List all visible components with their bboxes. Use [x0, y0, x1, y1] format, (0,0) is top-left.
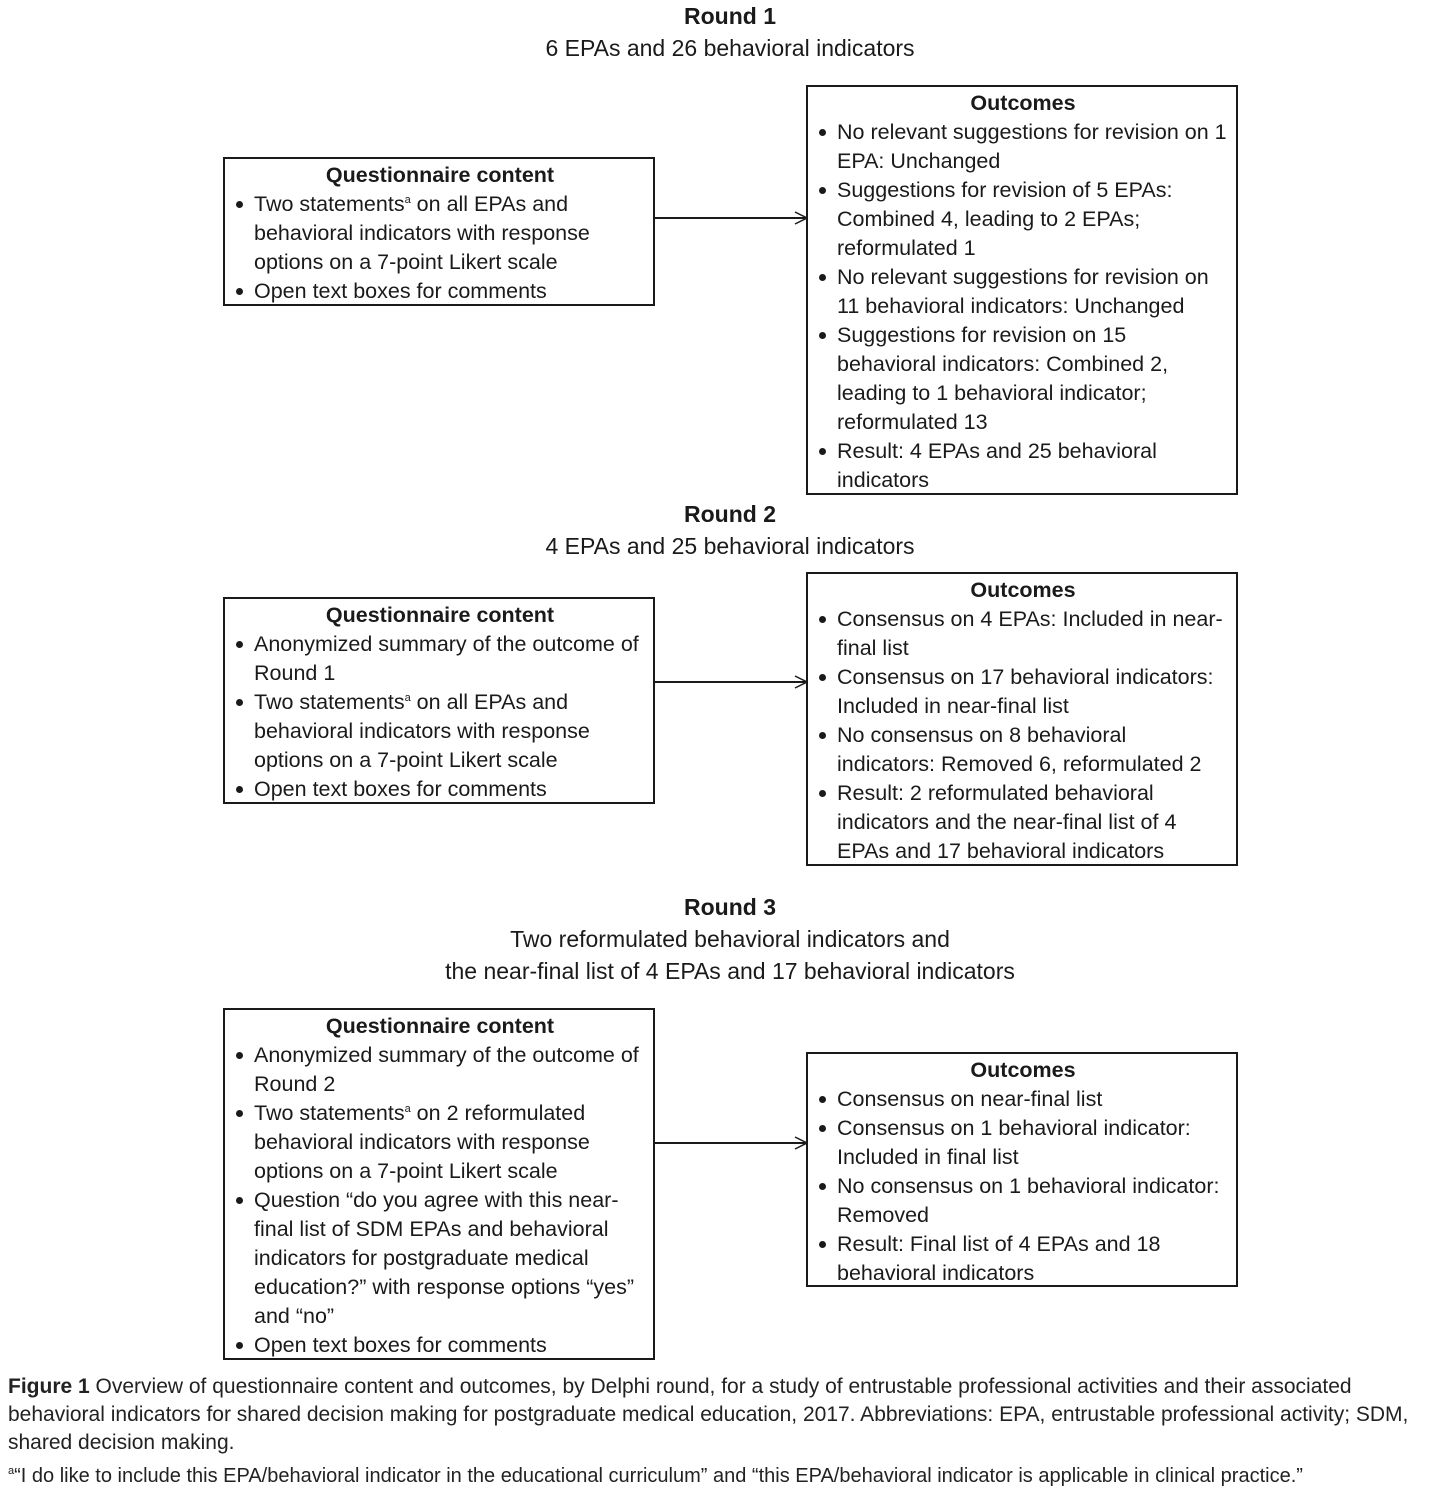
round-1-subtitle: 6 EPAs and 26 behavioral indicators — [545, 35, 915, 61]
round-1-outcomes-box: Outcomes No relevant suggestions for rev… — [806, 85, 1238, 495]
footnote-mark: a — [8, 1465, 15, 1477]
outcome-item: Consensus on 1 behavioral indicator: Inc… — [818, 1114, 1228, 1172]
outcome-item: Consensus on near-final list — [818, 1085, 1228, 1114]
outcome-item: Suggestions for revision of 5 EPAs: Comb… — [818, 176, 1228, 263]
footnote: a“I do like to include this EPA/behavior… — [8, 1457, 1448, 1490]
round-2-questionnaire-box: Questionnaire content Anonymized summary… — [223, 597, 655, 804]
outcome-item: Result: 4 EPAs and 25 behavioral indicat… — [818, 437, 1228, 495]
outcomes-title: Outcomes — [970, 578, 1076, 602]
figure-label: Figure 1 — [8, 1375, 90, 1398]
outcome-item: Result: 2 reformulated behavioral indica… — [818, 779, 1228, 866]
outcomes-title: Outcomes — [970, 1058, 1076, 1082]
round-2-arrow — [655, 675, 808, 689]
round-3-arrow — [655, 1136, 808, 1150]
questionnaire-item: Open text boxes for comments — [235, 775, 645, 804]
round-3-outcomes-box: Outcomes Consensus on near-final list Co… — [806, 1052, 1238, 1287]
round-3-subtitle-line: Two reformulated behavioral indicators a… — [510, 926, 950, 952]
round-1-title: Round 1 — [684, 3, 776, 29]
questionnaire-title: Questionnaire content — [325, 1014, 555, 1038]
outcome-item: Consensus on 4 EPAs: Included in near-fi… — [818, 605, 1228, 663]
outcomes-title: Outcomes — [970, 91, 1076, 115]
footnote-mark: a — [404, 692, 411, 704]
footnote-mark: a — [404, 194, 411, 206]
footnote-mark: a — [404, 1103, 411, 1115]
round-1-header: Round 1 6 EPAs and 26 behavioral indicat… — [0, 0, 1453, 64]
outcome-item: No consensus on 8 behavioral indicators:… — [818, 721, 1228, 779]
round-1-questionnaire-box: Questionnaire content Two statementsa on… — [223, 157, 655, 306]
round-3-title: Round 3 — [684, 894, 776, 920]
questionnaire-item: Anonymized summary of the outcome of Rou… — [235, 630, 645, 688]
questionnaire-item: Anonymized summary of the outcome of Rou… — [235, 1041, 645, 1099]
outcome-item: No relevant suggestions for revision on … — [818, 263, 1228, 321]
questionnaire-item: Two statementsa on 2 reformulated behavi… — [235, 1099, 645, 1186]
questionnaire-title: Questionnaire content — [325, 603, 555, 627]
outcome-item: No consensus on 1 behavioral indicator: … — [818, 1172, 1228, 1230]
round-1-arrow — [655, 211, 808, 225]
footnote-text: “I do like to include this EPA/behaviora… — [14, 1465, 1303, 1487]
round-2-header: Round 2 4 EPAs and 25 behavioral indicat… — [0, 498, 1453, 562]
questionnaire-item: Open text boxes for comments — [235, 1331, 645, 1360]
questionnaire-item: Question “do you agree with this near-fi… — [235, 1186, 645, 1331]
round-2-title: Round 2 — [684, 501, 776, 527]
round-2-outcomes-box: Outcomes Consensus on 4 EPAs: Included i… — [806, 572, 1238, 866]
figure-caption: Figure 1 Overview of questionnaire conte… — [8, 1373, 1448, 1457]
round-3-subtitle-line: the near-final list of 4 EPAs and 17 beh… — [445, 958, 1015, 984]
caption-text: Overview of questionnaire content and ou… — [8, 1375, 1409, 1454]
questionnaire-item: Open text boxes for comments — [235, 277, 645, 306]
questionnaire-item: Two statementsa on all EPAs and behavior… — [235, 688, 645, 775]
questionnaire-title: Questionnaire content — [325, 163, 555, 187]
outcome-item: No relevant suggestions for revision on … — [818, 118, 1228, 176]
outcome-item: Consensus on 17 behavioral indicators: I… — [818, 663, 1228, 721]
outcome-item: Suggestions for revision on 15 behaviora… — [818, 321, 1228, 437]
round-3-questionnaire-box: Questionnaire content Anonymized summary… — [223, 1008, 655, 1360]
round-2-subtitle: 4 EPAs and 25 behavioral indicators — [545, 533, 915, 559]
outcome-item: Result: Final list of 4 EPAs and 18 beha… — [818, 1230, 1228, 1288]
round-3-header: Round 3 Two reformulated behavioral indi… — [0, 891, 1453, 987]
questionnaire-item: Two statementsa on all EPAs and behavior… — [235, 190, 645, 277]
